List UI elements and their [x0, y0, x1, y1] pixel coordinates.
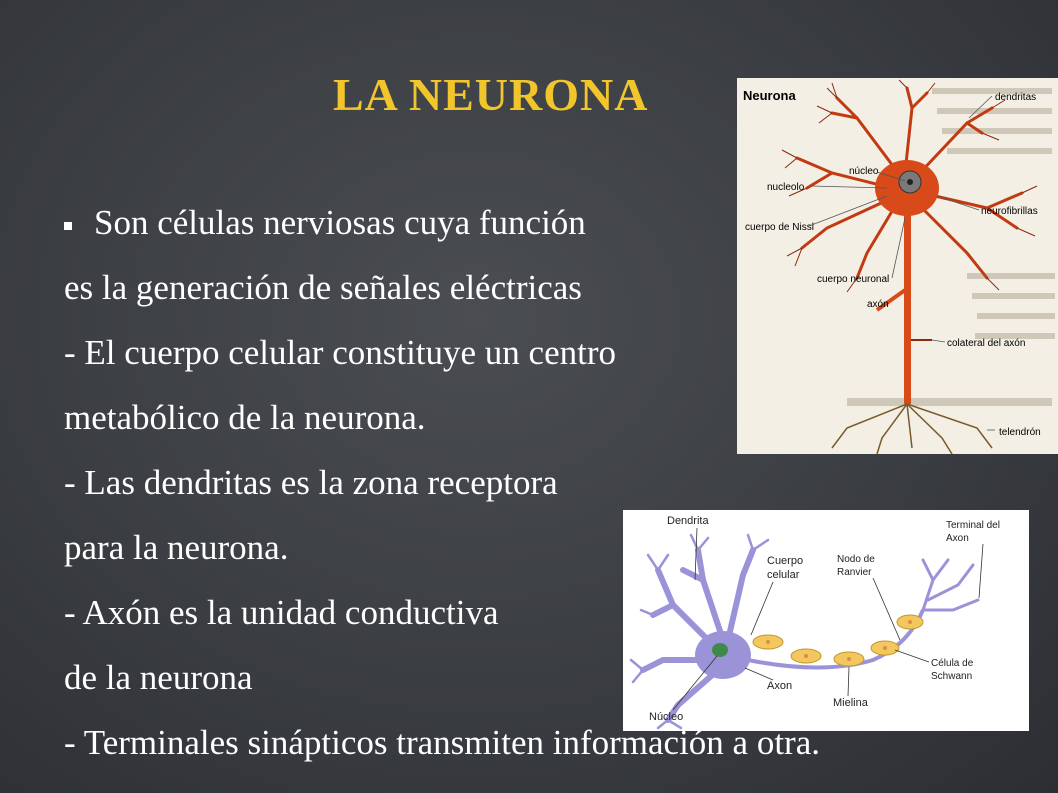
label-dendritas: dendritas [995, 92, 1036, 103]
label-nodo-1: Nodo de [837, 554, 875, 565]
line-text: Son células nerviosas cuya función [94, 203, 586, 242]
body-line-1: es la generación de señales eléctricas [64, 268, 582, 307]
body-line-2: - El cuerpo celular constituye un centro [64, 333, 617, 372]
fig1-heading: Neurona [743, 88, 797, 103]
schematic-figure: Dendrita Cuerpo celular Nodo de Ranvier … [623, 510, 1029, 731]
label-nucleolo: nucleolo [767, 182, 805, 193]
body-line-7: de la neurona [64, 658, 253, 697]
slide-body: Son células nerviosas cuya función es la… [64, 190, 820, 775]
body-line-5: para la neurona. [64, 528, 289, 567]
neuron-drawing: Neurona dendritas núcleo nucleolo neurof… [737, 78, 1058, 454]
label-cuerpo-2: celular [767, 569, 800, 581]
label-axon: axón [867, 299, 889, 310]
label-terminal-2: Axon [946, 533, 969, 544]
label-terminal-1: Terminal del [946, 520, 1000, 531]
label-axon-2: Axon [767, 680, 792, 692]
label-nodo-2: Ranvier [837, 567, 872, 578]
body-line-0: Son células nerviosas cuya función [64, 190, 820, 255]
body-line-4: - Las dendritas es la zona receptora [64, 463, 558, 502]
body-line-6: - Axón es la unidad conductiva [64, 593, 499, 632]
label-celula-1: Célula de [931, 658, 974, 669]
label-cuerpo-1: Cuerpo [767, 555, 803, 567]
label-nissl: cuerpo de Nissl [745, 222, 814, 233]
label-dendrita: Dendrita [667, 515, 709, 527]
label-colateral: colateral del axón [947, 338, 1025, 349]
label-cuerpo-neuronal: cuerpo neuronal [817, 274, 889, 285]
label-mielina: Mielina [833, 697, 869, 709]
bullet-icon [64, 221, 72, 230]
label-nucleo-2: Núcleo [649, 711, 683, 723]
label-neurofibrillas: neurofibrillas [981, 206, 1038, 217]
schematic-drawing: Dendrita Cuerpo celular Nodo de Ranvier … [629, 515, 1000, 730]
body-line-3: metabólico de la neurona. [64, 398, 426, 437]
label-nucleo: núcleo [849, 166, 879, 177]
neuron-figure: Neurona dendritas núcleo nucleolo neurof… [737, 78, 1058, 454]
slide-title: LA NEURONA [333, 69, 649, 120]
label-celula-2: Schwann [931, 671, 972, 682]
label-telendron: telendrón [999, 427, 1041, 438]
